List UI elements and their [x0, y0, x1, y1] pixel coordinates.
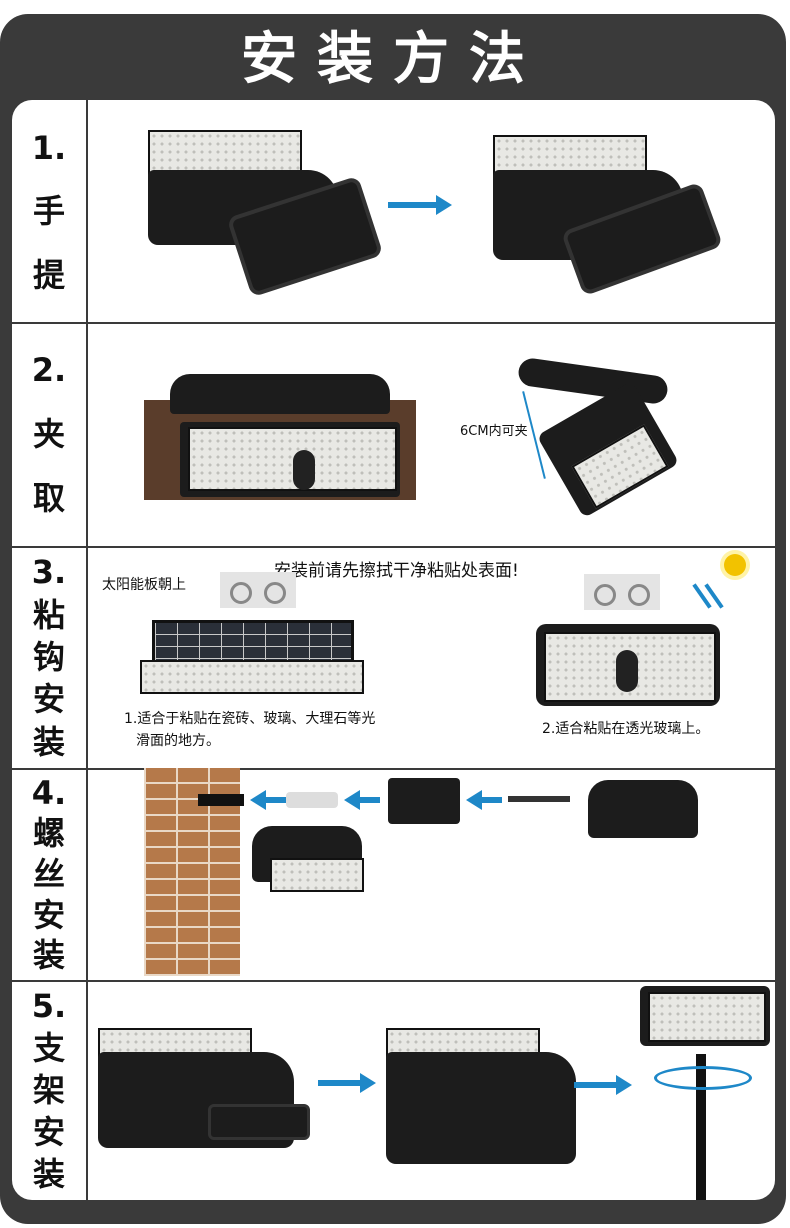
step-row-3: 3. 粘 钩 安 装 安装前请先擦拭干净粘贴处表面! 太阳能板朝上 1.适合于粘… [12, 546, 775, 770]
hook-icon [628, 584, 650, 606]
screw-icon [508, 796, 570, 802]
step-illustration-3: 安装前请先擦拭干净粘贴处表面! 太阳能板朝上 1.适合于粘贴在瓷砖、玻璃、大理石… [88, 546, 775, 768]
step-char: 提 [32, 255, 65, 294]
step-illustration-5 [88, 980, 775, 1200]
light-panel [140, 660, 364, 694]
clip-top [516, 356, 670, 406]
rotate-icon [654, 1066, 752, 1090]
clip-top [170, 374, 390, 414]
step-row-2: 2. 夹 取 6CM内可夹 [12, 322, 775, 548]
mount-bracket [388, 778, 460, 824]
step-illustration-1 [88, 100, 775, 322]
step-char: 粘 [32, 595, 65, 634]
sensor-icon [616, 650, 638, 692]
light-body [588, 780, 698, 838]
step-char: 安 [32, 1113, 65, 1151]
step-char: 架 [32, 1071, 65, 1109]
arrow-right-icon [574, 1075, 632, 1095]
sensor-icon [293, 450, 315, 490]
step-char: 取 [32, 479, 65, 517]
step-illustration-2: 6CM内可夹 [88, 322, 775, 546]
step-label-4: 4. 螺 丝 安 装 [12, 768, 88, 980]
step-char: 装 [32, 936, 65, 975]
hook-icon [230, 582, 252, 604]
sun-icon [724, 554, 746, 576]
step-char: 安 [32, 895, 65, 934]
light-panel [188, 427, 397, 491]
step-char: 钩 [32, 637, 65, 676]
step-label-5: 5. 支 架 安 装 [12, 980, 88, 1200]
pole [696, 1054, 706, 1200]
step-char: 丝 [32, 854, 65, 893]
step-number: 3. [31, 553, 67, 592]
wall-hole [198, 794, 244, 806]
arrow-left-icon [250, 790, 286, 810]
step-row-4: 4. 螺 丝 安 装 [12, 768, 775, 982]
note-2: 2.适合粘贴在透光玻璃上。 [542, 721, 710, 737]
step-number: 4. [31, 773, 67, 812]
light-panel [270, 858, 364, 892]
arrow-left-icon [466, 790, 502, 810]
light-panel [648, 992, 766, 1042]
step-char: 装 [32, 1155, 65, 1193]
step-char: 螺 [32, 814, 65, 853]
pole-bracket [208, 1104, 310, 1140]
step-number: 2. [31, 351, 67, 389]
clip-range-note: 6CM内可夹 [460, 424, 528, 439]
hook-icon [594, 584, 616, 606]
step-char: 支 [32, 1029, 65, 1067]
hook-icon [264, 582, 286, 604]
step-number: 5. [31, 987, 67, 1025]
wall-anchor [286, 792, 338, 808]
arrow-right-icon [318, 1073, 376, 1093]
step-illustration-4 [88, 768, 775, 980]
step-char: 装 [32, 722, 65, 761]
step-number: 1. [31, 128, 67, 167]
solar-note: 太阳能板朝上 [102, 577, 186, 593]
light-body [386, 1052, 576, 1164]
brick-wall [144, 768, 240, 976]
step-char: 手 [32, 192, 65, 230]
note-1-cont: 滑面的地方。 [136, 733, 220, 749]
step-label-3: 3. 粘 钩 安 装 [12, 546, 88, 768]
arrow-right-icon [388, 195, 452, 215]
step-row-5: 5. 支 架 安 装 [12, 980, 775, 1200]
step-label-1: 1. 手 提 [12, 100, 88, 322]
note-1: 1.适合于粘贴在瓷砖、玻璃、大理石等光 [124, 711, 376, 727]
arrow-left-icon [344, 790, 380, 810]
step-char: 安 [32, 680, 65, 719]
step-row-1: 1. 手 提 [12, 100, 775, 324]
steps-table: 1. 手 提 2. 夹 取 6CM内可 [12, 100, 775, 1200]
notice-text: 安装前请先擦拭干净粘贴处表面! [274, 561, 519, 581]
step-char: 夹 [32, 415, 65, 453]
step-label-2: 2. 夹 取 [12, 322, 88, 546]
page-title: 安装方法 [241, 26, 545, 92]
